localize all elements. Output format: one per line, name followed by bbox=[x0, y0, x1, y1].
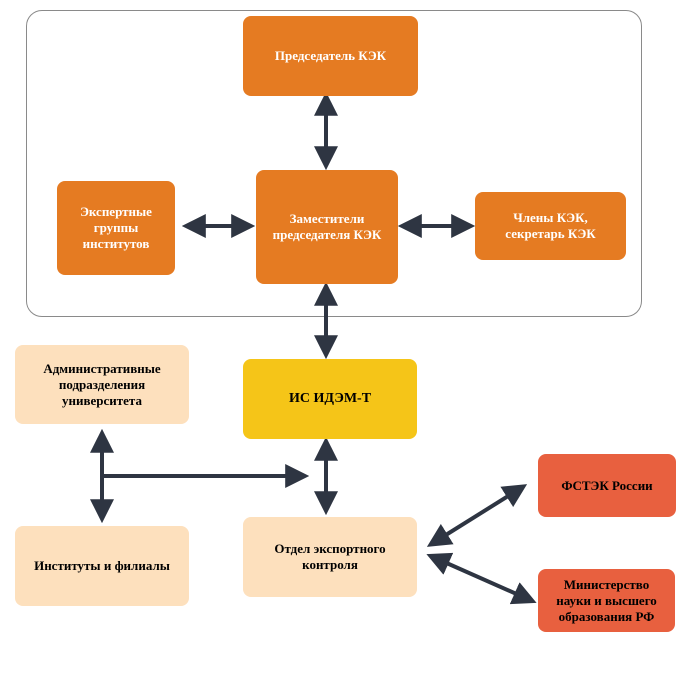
deputies-label: Заместители председателя КЭК bbox=[272, 211, 382, 242]
members-box: Члены КЭК, секретарь КЭК bbox=[475, 192, 626, 260]
export-dept-label: Отдел экспортного контроля bbox=[274, 541, 386, 572]
expert-groups-label: Экспертные группы институтов bbox=[80, 204, 152, 251]
admin-units-box: Административные подразделения университ… bbox=[15, 345, 189, 424]
chairman-box: Председатель КЭК bbox=[243, 16, 418, 96]
institutes-label: Институты и филиалы bbox=[34, 558, 170, 573]
ministry-box: Министерство науки и высшего образования… bbox=[538, 569, 675, 632]
is-idem-box: ИС ИДЭМ-Т bbox=[243, 359, 417, 439]
fstek-box: ФСТЭК России bbox=[538, 454, 676, 517]
expert-groups-box: Экспертные группы институтов bbox=[57, 181, 175, 275]
arrow-export-ministry bbox=[426, 552, 537, 605]
chairman-label: Председатель КЭК bbox=[274, 48, 387, 63]
fstek-label: ФСТЭК России bbox=[561, 477, 653, 493]
is-idem-label: ИС ИДЭМ-Т bbox=[288, 391, 372, 406]
admin-units-label: Административные подразделения университ… bbox=[43, 360, 161, 408]
members-label: Члены КЭК, секретарь КЭК bbox=[505, 210, 596, 241]
ministry-label: Министерство науки и высшего образования… bbox=[556, 576, 657, 624]
arrow-export-fstek bbox=[426, 484, 528, 547]
deputies-box: Заместители председателя КЭК bbox=[256, 170, 398, 284]
export-dept-box: Отдел экспортного контроля bbox=[243, 517, 417, 597]
institutes-box: Институты и филиалы bbox=[15, 526, 189, 606]
